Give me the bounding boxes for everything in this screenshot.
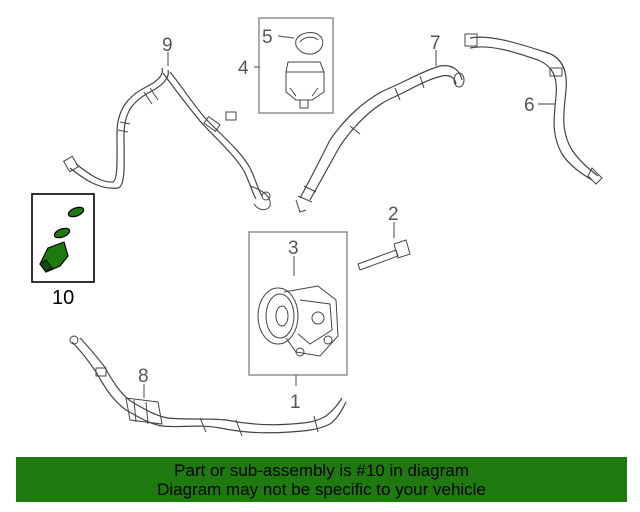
callout-3: 3 — [288, 238, 299, 259]
part-10-seal-kit[interactable] — [31, 193, 95, 283]
part-7-return-hose[interactable] — [295, 65, 465, 213]
banner-line-2: Diagram may not be specific to your vehi… — [157, 480, 486, 499]
part-3-pump[interactable] — [257, 285, 339, 357]
part-6-hose[interactable] — [464, 33, 603, 185]
callout-7: 7 — [430, 33, 441, 54]
banner-line-1: Part or sub-assembly is #10 in diagram — [174, 461, 469, 480]
callout-4: 4 — [238, 58, 249, 79]
part-4-reservoir[interactable] — [258, 17, 334, 114]
parts-diagram: 9 5 4 7 6 2 — [31, 17, 603, 437]
info-banner: Part or sub-assembly is #10 in diagram D… — [16, 457, 627, 502]
callout-6: 6 — [524, 95, 535, 116]
part-2-bolt[interactable] — [357, 239, 411, 271]
callout-2: 2 — [388, 204, 399, 225]
callout-1: 1 — [290, 392, 301, 413]
part-9-pressure-hose[interactable] — [62, 67, 271, 211]
callout-8: 8 — [138, 366, 149, 387]
callout-10: 10 — [52, 287, 74, 309]
callout-9: 9 — [162, 35, 173, 56]
part-1-pump-assembly[interactable] — [248, 231, 348, 376]
part-5-reservoir-cap[interactable] — [295, 32, 324, 55]
part-8-cooler-line[interactable] — [69, 335, 347, 437]
callout-5: 5 — [262, 27, 273, 48]
